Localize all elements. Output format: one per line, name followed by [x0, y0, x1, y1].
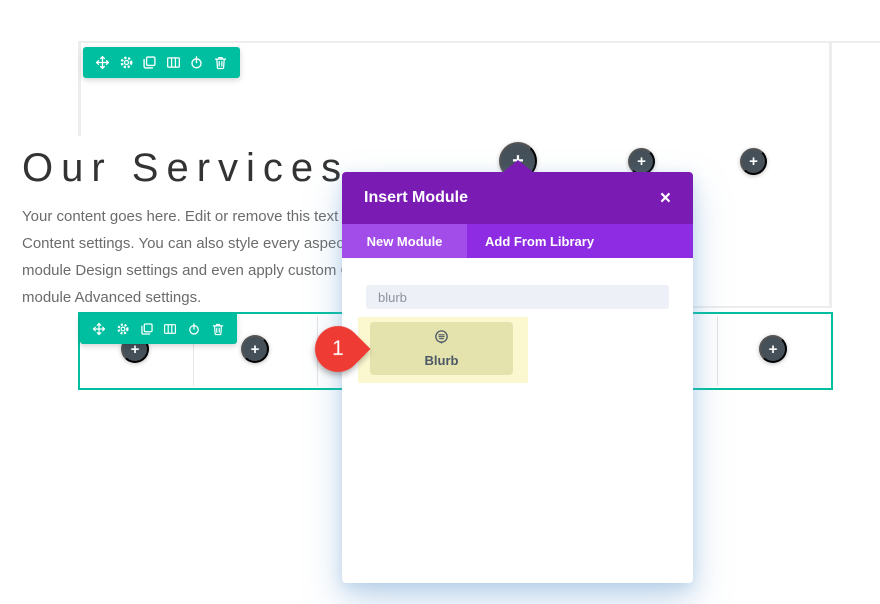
gear-icon[interactable]: [116, 322, 130, 336]
duplicate-icon[interactable]: [142, 55, 157, 70]
tab-label: Add From Library: [485, 234, 594, 249]
power-icon[interactable]: [187, 322, 201, 336]
add-module-button-column-2[interactable]: +: [241, 335, 269, 363]
move-icon[interactable]: [92, 322, 106, 336]
section-outline-left-edge: [78, 41, 81, 136]
insert-module-modal: Insert Module × New Module Add From Libr…: [342, 172, 693, 583]
trash-icon[interactable]: [211, 322, 225, 336]
trash-icon[interactable]: [213, 55, 228, 70]
page-title: Our Services: [22, 146, 349, 191]
modal-title: Insert Module: [364, 189, 468, 207]
gear-icon[interactable]: [119, 55, 134, 70]
blurb-icon: [433, 329, 450, 351]
duplicate-icon[interactable]: [140, 322, 154, 336]
power-icon[interactable]: [189, 55, 204, 70]
tab-label: New Module: [367, 234, 443, 249]
section-toolbar: [83, 47, 240, 78]
module-card-blurb[interactable]: Blurb: [370, 322, 513, 375]
add-module-button[interactable]: +: [740, 148, 767, 175]
module-search-input[interactable]: [366, 285, 669, 309]
add-module-button[interactable]: +: [628, 148, 655, 175]
modal-tab-bar: New Module Add From Library: [342, 224, 693, 258]
tab-new-module[interactable]: New Module: [342, 224, 467, 258]
callout-number: 1: [332, 337, 344, 361]
modal-header: Insert Module ×: [342, 172, 693, 224]
columns-icon[interactable]: [166, 55, 181, 70]
module-highlight: Blurb: [358, 317, 528, 383]
modal-caret: [503, 160, 533, 172]
columns-icon[interactable]: [163, 322, 177, 336]
close-icon[interactable]: ×: [660, 189, 671, 208]
section-outline-top-extension: [832, 41, 880, 43]
module-card-label: Blurb: [425, 353, 459, 368]
row-toolbar: [80, 314, 237, 344]
move-icon[interactable]: [95, 55, 110, 70]
add-module-button-column-4[interactable]: +: [759, 335, 787, 363]
tab-add-from-library[interactable]: Add From Library: [467, 224, 594, 258]
column-divider: [717, 316, 718, 386]
